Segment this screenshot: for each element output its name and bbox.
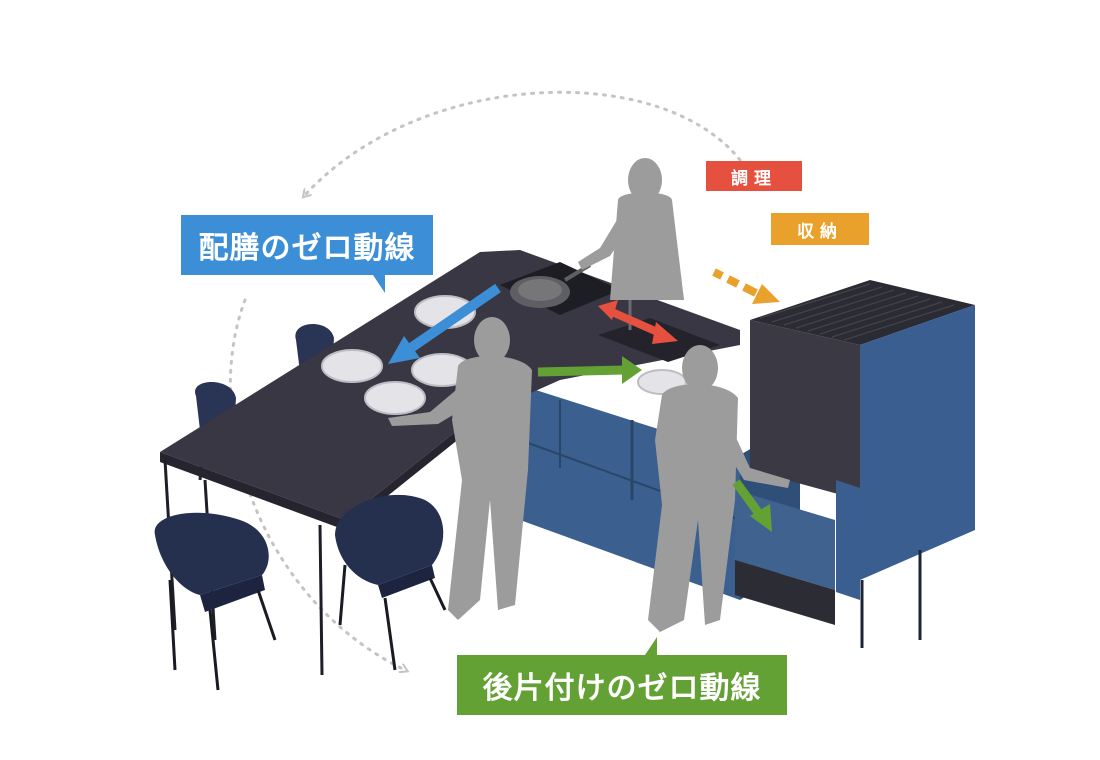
dishwasher [735,490,835,625]
chair-front-right [335,494,447,671]
cooking-arrow [598,300,678,344]
person-server [388,317,532,620]
serving-flow-label: 配膳のゼロ動線 [181,215,433,293]
flow-arc-dotted [305,90,742,195]
cooktop [500,262,620,315]
flow-arc-dotted-lower [228,298,405,670]
person-cleaner [648,345,790,632]
plate-2 [321,349,383,383]
cleanup-arrow-2 [732,479,772,532]
storage-arrow [712,268,780,304]
cleanup-arrow-1 [537,356,642,384]
cooking-label: 調理 [706,161,802,191]
serving-arrow [388,283,501,364]
tall-storage-unit [750,280,975,648]
chair-front-left [154,512,277,691]
plate-4 [364,381,426,415]
cleanup-flow-label: 後片付けのゼロ動線 [457,637,787,715]
person-cook [578,158,684,300]
storage-label: 収納 [771,213,869,245]
